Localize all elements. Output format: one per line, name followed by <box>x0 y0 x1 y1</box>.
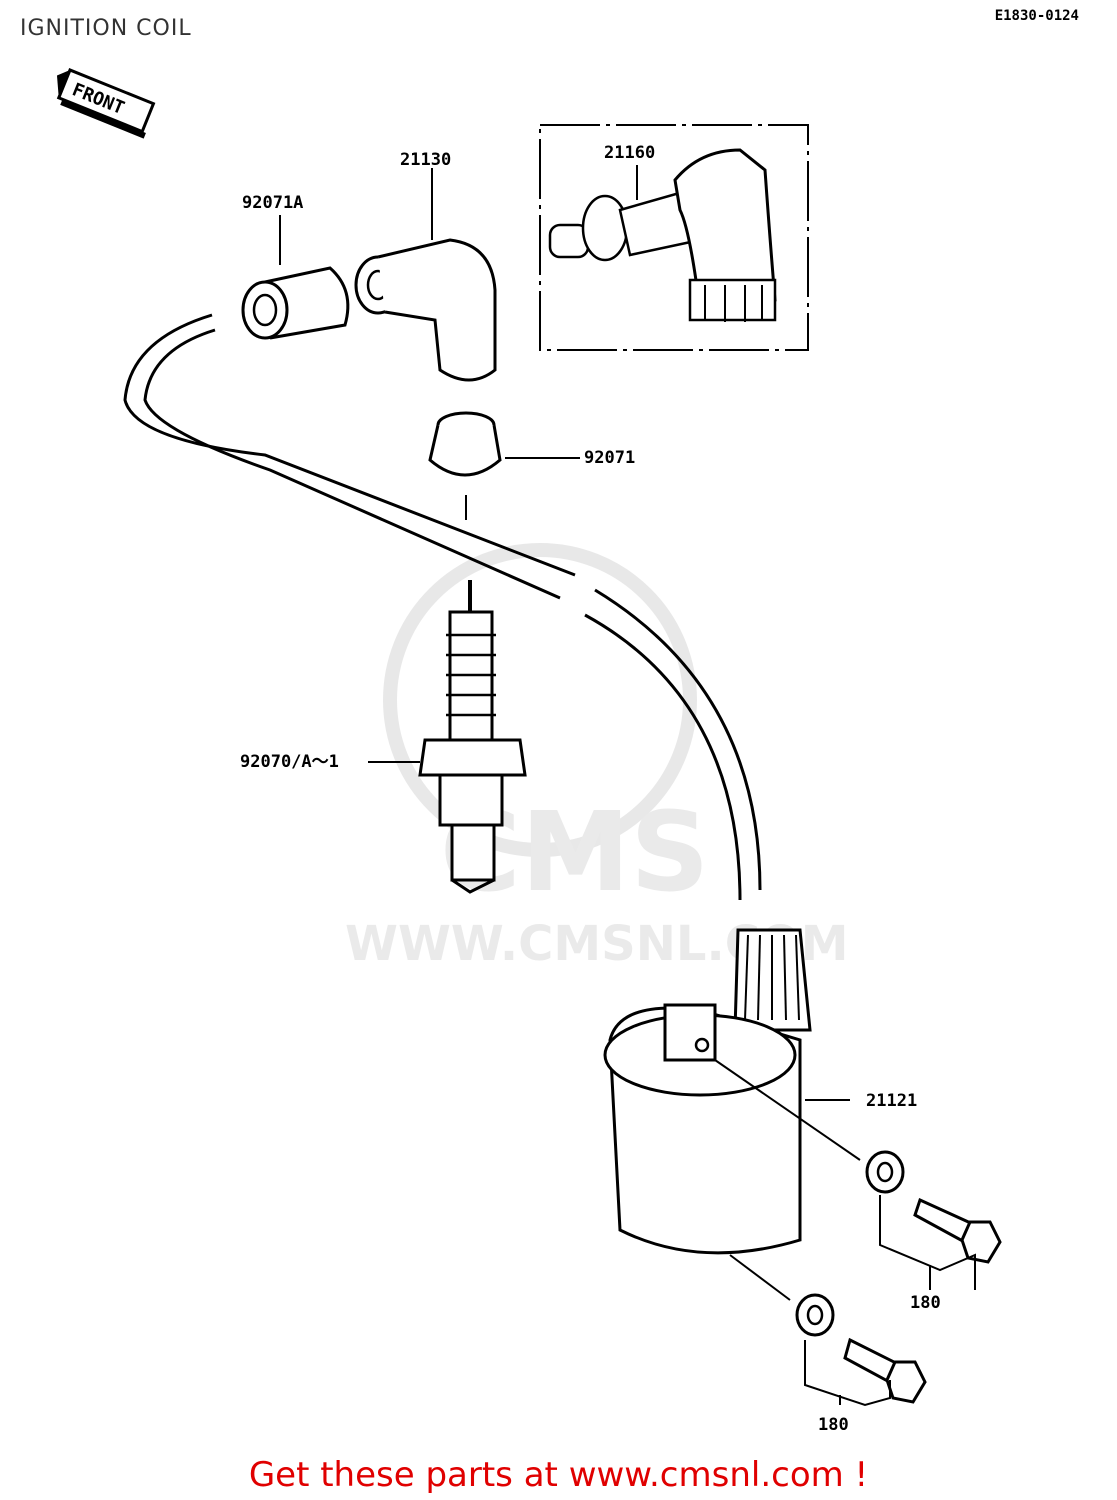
footer-cta: Get these parts at www.cmsnl.com ! <box>0 1455 1117 1495</box>
part-92070-spark-plug <box>368 580 527 894</box>
footer-prefix: Get these parts at <box>248 1455 569 1495</box>
label-21130: 21130 <box>400 150 451 170</box>
parts-diagram: CMS WWW.CMSNL.COM FRONT 21160 92071A <box>56 68 1002 1435</box>
part-180-upper <box>865 1150 1002 1290</box>
part-21160-group <box>539 124 809 351</box>
part-180-lower <box>795 1293 927 1407</box>
footer-link[interactable]: www.cmsnl.com <box>568 1455 844 1495</box>
label-180-upper: 180 <box>910 1293 941 1313</box>
label-21121: 21121 <box>866 1091 917 1111</box>
footer-suffix: ! <box>843 1455 869 1495</box>
part-21121-coil <box>603 928 861 1301</box>
ht-lead <box>123 313 762 901</box>
label-180-lower: 180 <box>818 1415 849 1435</box>
part-92071A <box>241 215 350 340</box>
page-title: IGNITION COIL <box>20 16 192 41</box>
part-92071 <box>428 411 580 520</box>
diagram-code: E1830-0124 <box>994 8 1079 24</box>
label-92070: 92070/A～1 <box>240 752 339 772</box>
part-21130 <box>354 168 497 382</box>
label-21160: 21160 <box>604 143 655 163</box>
front-marker: FRONT <box>56 68 156 139</box>
label-92071: 92071 <box>584 448 635 468</box>
label-92071A: 92071A <box>242 193 303 213</box>
